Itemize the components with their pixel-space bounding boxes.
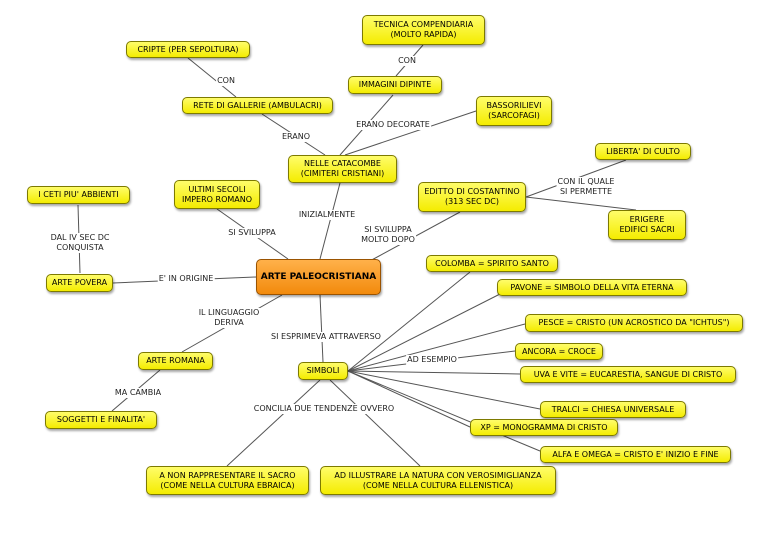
label-con-il-quale: CON IL QUALE SI PERMETTE	[556, 177, 616, 197]
edge-editto-edifici	[525, 196, 637, 211]
node-uva-vite[interactable]: UVA E VITE = EUCARESTIA, SANGUE DI CRIST…	[520, 366, 736, 383]
node-edifici-sacri[interactable]: ERIGERE EDIFICI SACRI	[608, 210, 686, 240]
node-ultimi-secoli[interactable]: ULTIMI SECOLI IMPERO ROMANO	[174, 180, 260, 209]
node-alfa-omega[interactable]: ALFA E OMEGA = CRISTO E' INIZIO E FINE	[540, 446, 731, 463]
edge-simboli-uva	[347, 370, 521, 375]
edge-simboli-colomba	[347, 271, 471, 372]
label-con-cripte: CON	[216, 76, 236, 86]
edge-simboli-tralci	[347, 370, 541, 410]
node-bassorilievi[interactable]: BASSORILIEVI (SARCOFAGI)	[476, 96, 552, 126]
label-ma-cambia: MA CAMBIA	[113, 388, 163, 398]
label-erano-decorate: ERANO DECORATE	[355, 120, 431, 130]
node-pesce[interactable]: PESCE = CRISTO (UN ACROSTICO DA "ICHTUS"…	[525, 314, 743, 332]
node-cripte[interactable]: CRIPTE (PER SEPOLTURA)	[126, 41, 250, 58]
node-illustrare-natura[interactable]: AD ILLUSTRARE LA NATURA CON VEROSIMIGLIA…	[320, 466, 556, 495]
edge-center-simboli	[319, 294, 324, 363]
node-pavone[interactable]: PAVONE = SIMBOLO DELLA VITA ETERNA	[497, 279, 687, 296]
edge-simboli-pesce	[347, 323, 526, 372]
label-il-linguaggio: IL LINGUAGGIO DERIVA	[197, 308, 261, 328]
edge-simboli-pavone	[347, 293, 501, 372]
node-arte-povera[interactable]: ARTE POVERA	[46, 274, 113, 292]
edge-simboli-xp	[347, 370, 471, 428]
node-tecnica-compendiaria[interactable]: TECNICA COMPENDIARIA (MOLTO RAPIDA)	[362, 15, 485, 45]
label-si-sviluppa-molto-dopo: SI SVILUPPA MOLTO DOPO	[360, 225, 416, 245]
label-erano: ERANO	[280, 132, 312, 142]
label-dal-iv-sec: DAL IV SEC DC CONQUISTA	[49, 233, 111, 253]
node-colomba[interactable]: COLOMBA = SPIRITO SANTO	[426, 255, 558, 272]
node-ceti-abbienti[interactable]: I CETI PIU' ABBIENTI	[27, 186, 130, 204]
node-non-rappresentare[interactable]: A NON RAPPRESENTARE IL SACRO (COME NELLA…	[146, 466, 309, 495]
node-xp[interactable]: XP = MONOGRAMMA DI CRISTO	[470, 419, 618, 436]
edge-simboli-non-rappresentare	[226, 379, 321, 467]
node-ancora[interactable]: ANCORA = CROCE	[515, 343, 603, 360]
label-e-in-origine: E' IN ORIGINE	[157, 274, 215, 284]
edge-cripte-rete	[187, 57, 237, 98]
edge-bassorilievi-catacombe	[344, 110, 477, 156]
edge-simboli-illustrare	[329, 379, 421, 467]
node-arte-paleocristiana[interactable]: ARTE PALEOCRISTIANA	[256, 259, 381, 295]
node-simboli[interactable]: SIMBOLI	[298, 362, 348, 380]
node-tralci[interactable]: TRALCI = CHIESA UNIVERSALE	[540, 401, 686, 418]
label-concilia: CONCILIA DUE TENDENZE OVVERO	[252, 404, 396, 414]
node-arte-romana[interactable]: ARTE ROMANA	[138, 352, 213, 370]
edge-catacombe-center	[319, 182, 341, 260]
label-inizialmente: INIZIALMENTE	[297, 210, 357, 220]
node-editto-costantino[interactable]: EDITTO DI COSTANTINO (313 SEC DC)	[418, 182, 526, 212]
node-soggetti-finalita[interactable]: SOGGETTI E FINALITA'	[45, 411, 157, 429]
node-catacombe[interactable]: NELLE CATACOMBE (CIMITERI CRISTIANI)	[288, 155, 397, 183]
node-rete-gallerie[interactable]: RETE DI GALLERIE (AMBULACRI)	[182, 97, 333, 114]
edge-simboli-alfa	[347, 370, 541, 452]
node-liberta-culto[interactable]: LIBERTA' DI CULTO	[595, 143, 691, 160]
label-si-sviluppa: SI SVILUPPA	[227, 228, 277, 238]
label-ad-esempio: AD ESEMPIO	[406, 355, 458, 365]
node-immagini-dipinte[interactable]: IMMAGINI DIPINTE	[348, 76, 442, 94]
label-con-tecnica: CON	[397, 56, 417, 66]
label-si-esprimeva: SI ESPRIMEVA ATTRAVERSO	[270, 332, 382, 342]
